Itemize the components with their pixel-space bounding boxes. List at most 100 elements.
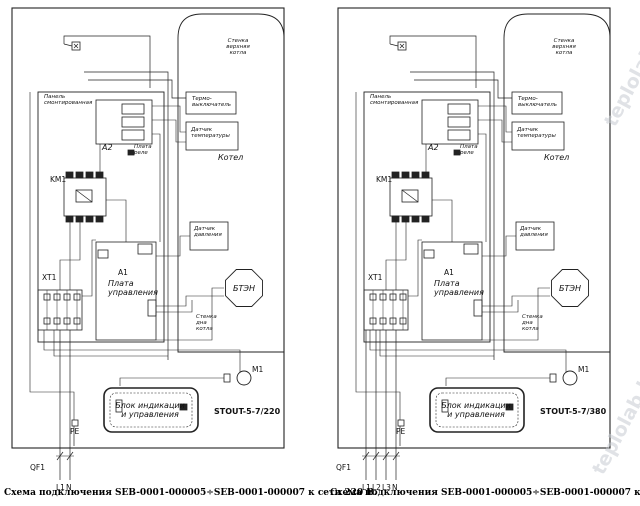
terminal-screw (399, 317, 407, 325)
wire-board-heater-2 (156, 300, 193, 313)
label-xt1: XT1 (368, 273, 383, 282)
wire-relay-board (152, 133, 161, 242)
wire-relay-temp (478, 119, 512, 143)
label-model: STOUT-5-7/220 (214, 407, 281, 416)
contactor-bottom-terminal (411, 215, 420, 223)
contactor-bottom-terminal (75, 215, 84, 223)
contactor-km1 (389, 177, 433, 217)
terminal-screw (53, 293, 61, 301)
relay-2 (447, 116, 471, 128)
label-pe: PE (70, 427, 80, 436)
wire-earth-top (389, 35, 477, 88)
contactor-top-terminal (75, 171, 84, 179)
display-led-block (441, 399, 449, 413)
wire-xt1-bus (379, 330, 494, 357)
label-line-L2: L2 (372, 483, 381, 492)
board-connector-right (473, 299, 483, 317)
display-connector (179, 403, 188, 411)
contactor-coil (75, 189, 93, 203)
display-led-block (115, 399, 123, 413)
temp-sensor-box (185, 121, 239, 151)
terminal-screw (43, 293, 51, 301)
mounted-panel (37, 91, 165, 343)
wire-board-heater (482, 295, 550, 307)
mounted-panel (363, 91, 491, 343)
caption-220v: Схема подключения SEB-0001-000005÷SEB-00… (4, 488, 378, 498)
wire-xt1-board (408, 239, 422, 297)
relay-1 (447, 103, 471, 115)
terminal-screw (369, 317, 377, 325)
contactor-top-terminal (401, 171, 410, 179)
contactor-top-terminal (421, 171, 430, 179)
wire-heater-return (156, 287, 224, 341)
wire-xt1-motor (43, 330, 241, 372)
wire-xt1-bus (53, 330, 168, 357)
label-km1: KM1 (50, 175, 66, 184)
label-a1: A1 (118, 268, 128, 277)
wire-board-pressure (156, 235, 190, 257)
board-connector-right (147, 299, 157, 317)
terminal-screw (53, 317, 61, 325)
label-km1: KM1 (376, 175, 392, 184)
board-connector-left (423, 249, 435, 259)
motor-m1 (562, 370, 578, 386)
thermo-switch-box (185, 91, 237, 115)
wire (401, 189, 419, 203)
wire-trunk-2 (88, 79, 186, 99)
label-boiler: Котел (544, 153, 569, 162)
relay-3 (447, 129, 471, 141)
label-thermo: Термо-выключатель (192, 96, 231, 108)
wire-heater-return (482, 287, 550, 341)
wire (73, 43, 79, 49)
heater-btzn (551, 269, 589, 307)
label-pe: PE (396, 427, 406, 436)
caption-380v: Схема подключения SEB-0001-000005÷SEB-00… (330, 488, 640, 498)
wire-km1-xt1-b (385, 222, 407, 290)
label-btzn: БТЭН (559, 284, 581, 293)
contactor-top-terminal (85, 171, 94, 179)
contactor-bottom-terminal (85, 215, 94, 223)
temp-sensor-box (511, 121, 565, 151)
earth-terminal-bottom (397, 419, 405, 427)
wire-earth-down (355, 92, 401, 420)
terminal-screw (43, 317, 51, 325)
relay-board-a2 (421, 99, 479, 145)
terminal-screw (399, 293, 407, 301)
wire-relay-board (478, 133, 487, 242)
display-connector (505, 403, 514, 411)
wire-earth-down (29, 92, 75, 420)
board-connector-left (97, 249, 109, 259)
label-a2: A2 (427, 143, 439, 152)
terminal-screw (389, 317, 397, 325)
terminal-screw (389, 293, 397, 301)
label-m1: M1 (578, 365, 589, 374)
contactor-km1 (63, 177, 107, 217)
terminal-screw (63, 317, 71, 325)
relay-connector (127, 149, 135, 156)
label-line-N: N (66, 483, 72, 492)
contactor-top-terminal (95, 171, 104, 179)
wire-relay-temp (152, 119, 186, 143)
label-line-N: N (392, 483, 398, 492)
wire-xt1-motor (369, 330, 567, 372)
contactor-bottom-terminal (421, 215, 430, 223)
wire (63, 43, 73, 47)
boiler-tank (503, 13, 611, 353)
label-model: STOUT-5-7/380 (540, 407, 607, 416)
relay-board-a2 (95, 99, 153, 145)
motor-terminal (223, 373, 231, 383)
terminal-screw (379, 317, 387, 325)
contactor-bottom-terminal (65, 215, 74, 223)
